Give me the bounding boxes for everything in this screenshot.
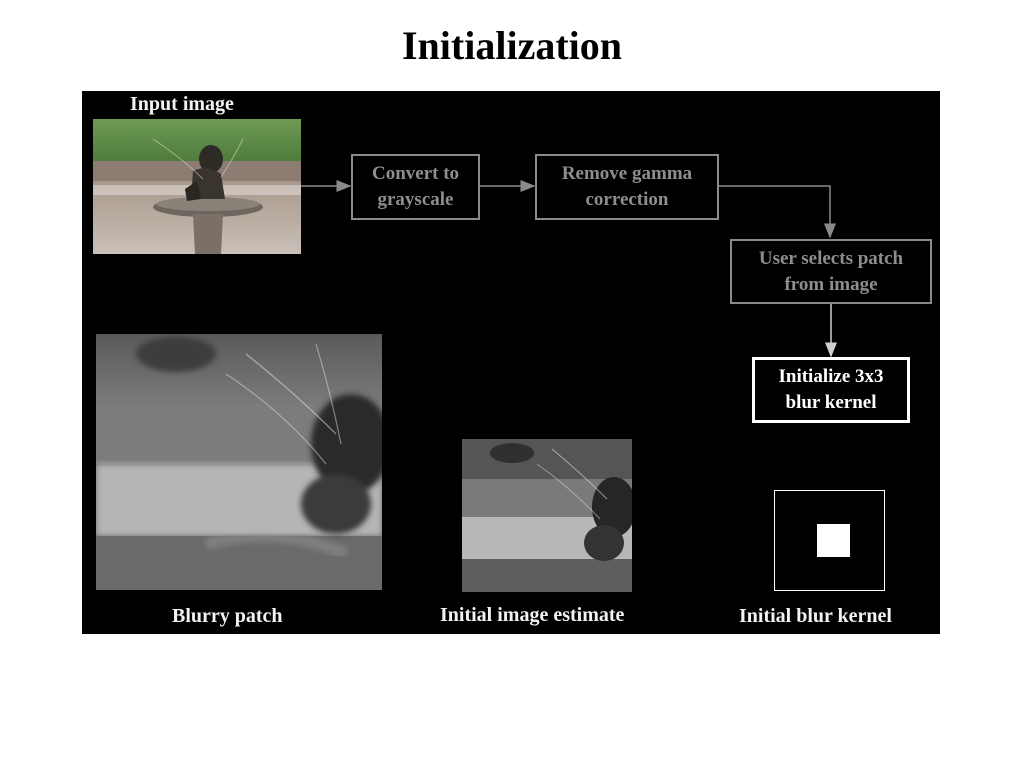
fountain-photo-color (93, 119, 301, 254)
step-convert-grayscale: Convert to grayscale (351, 154, 480, 220)
caption-blurry-patch: Blurry patch (172, 605, 283, 627)
step-convert-grayscale-label: Convert to grayscale (371, 163, 460, 210)
step-initialize-kernel: Initialize 3x3 blur kernel (752, 357, 910, 423)
input-image (93, 119, 301, 254)
flow-arrows (301, 180, 837, 358)
step-remove-gamma-label: Remove gamma correction (561, 163, 693, 210)
diagram-panel: Input image Blurry patch Initial image e… (82, 91, 940, 634)
blurry-patch-photo (96, 334, 382, 590)
step-user-selects-patch: User selects patch from image (730, 239, 932, 304)
step-user-selects-patch-label: User selects patch from image (758, 247, 904, 295)
initial-estimate-photo (462, 439, 632, 592)
arrow-gamma-to-patch (719, 185, 836, 239)
kernel-center-pixel (817, 524, 850, 557)
page-title: Initialization (401, 23, 623, 68)
initial-blur-kernel-box (774, 490, 885, 591)
step-initialize-kernel-label: Initialize 3x3 blur kernel (778, 366, 884, 413)
blurry-patch-image (96, 334, 382, 590)
caption-initial-image-estimate: Initial image estimate (440, 604, 625, 626)
caption-initial-blur-kernel: Initial blur kernel (739, 605, 892, 627)
step-remove-gamma: Remove gamma correction (535, 154, 719, 220)
initial-image-estimate-image (462, 439, 632, 592)
caption-input-image: Input image (130, 93, 234, 115)
